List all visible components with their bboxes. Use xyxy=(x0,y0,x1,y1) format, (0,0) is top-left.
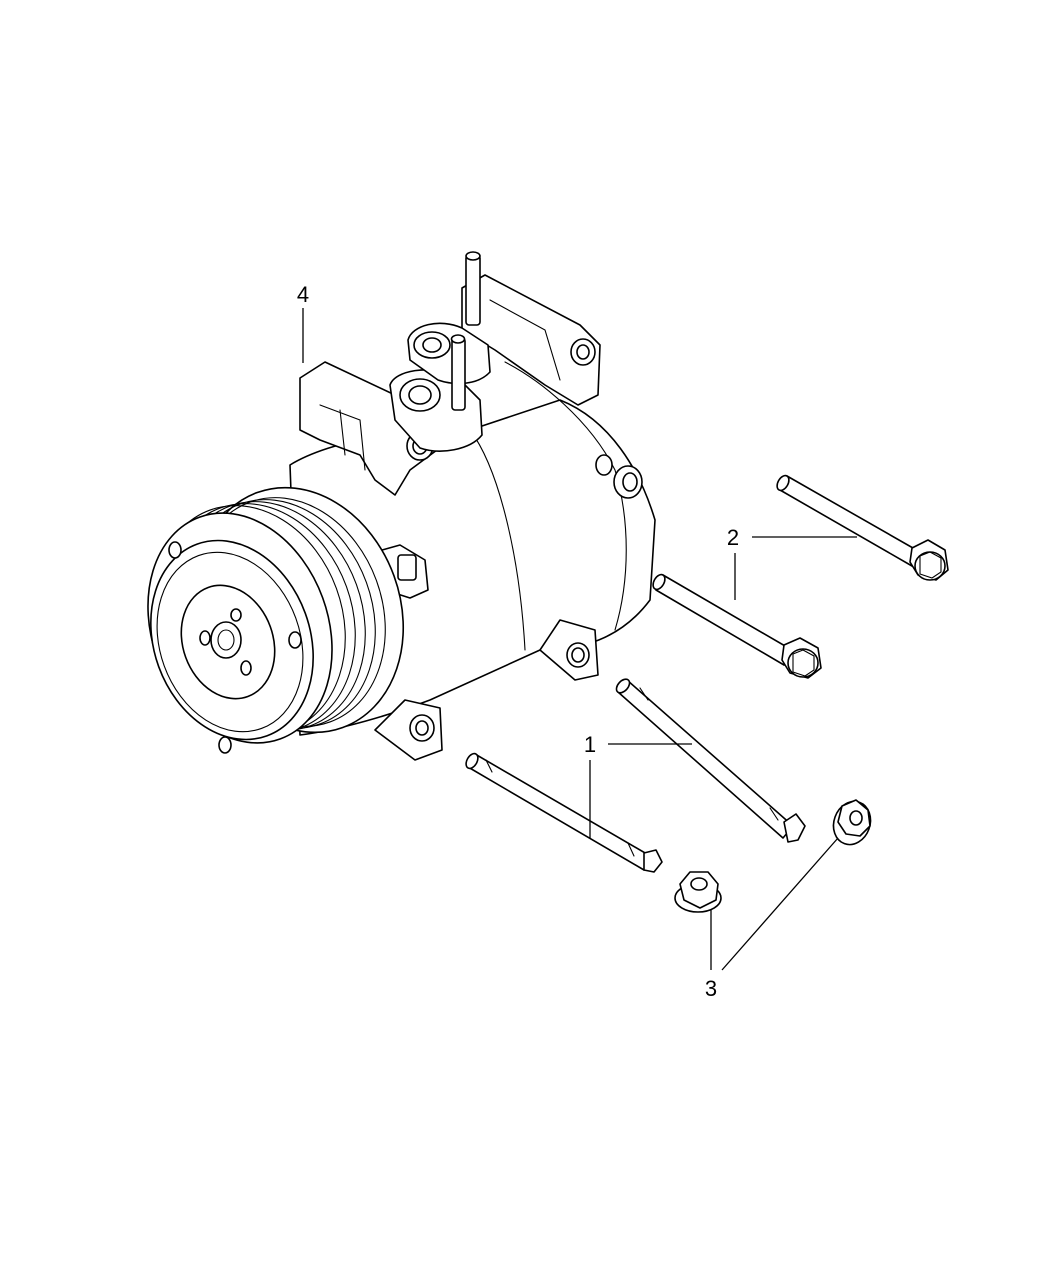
leader-3-right xyxy=(721,837,839,971)
callout-2: 2 xyxy=(727,525,739,550)
ac-compressor xyxy=(147,251,656,761)
callout-3: 3 xyxy=(705,976,717,1001)
callout-1: 1 xyxy=(584,732,596,757)
mounting-bolt-lower xyxy=(652,573,822,679)
flange-nut-left xyxy=(674,871,722,913)
pulley xyxy=(147,486,405,754)
mounting-stud-lower xyxy=(465,752,663,873)
flange-nut-right xyxy=(832,799,872,846)
mounting-stud-upper xyxy=(615,678,806,843)
mount-bracket-top xyxy=(299,361,438,496)
mounting-bolt-upper xyxy=(776,474,949,581)
callout-4: 4 xyxy=(297,282,309,307)
